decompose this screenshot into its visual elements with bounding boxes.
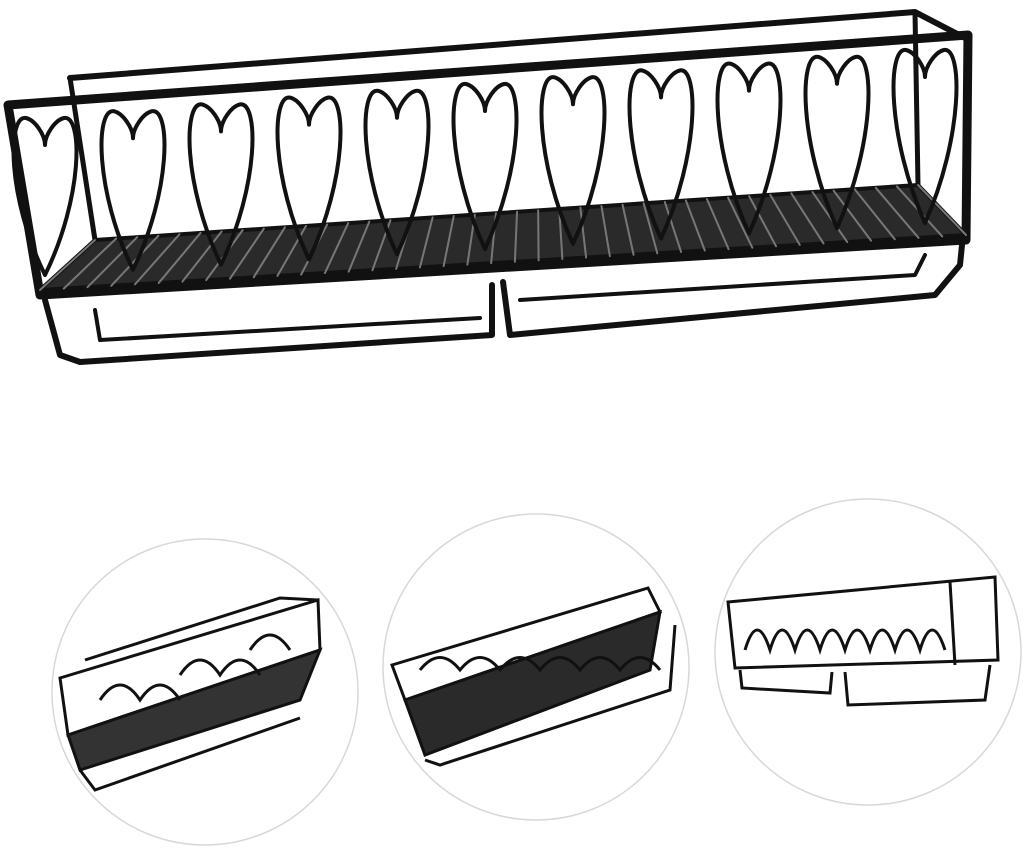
scroll-hearts: [11, 48, 959, 277]
lattice-wire: [579, 206, 588, 259]
scroll-heart: [451, 82, 519, 251]
towel-bar-right: [500, 242, 965, 338]
scroll-heart: [627, 68, 695, 241]
lattice-wire: [252, 226, 286, 279]
lattice-wire: [323, 222, 350, 275]
scroll-heart: [539, 75, 607, 246]
towel-bar-left-inner: [93, 308, 482, 342]
thumbnail-angle-top[interactable]: [382, 513, 690, 821]
lattice-wire: [769, 193, 801, 246]
lattice-wire: [790, 192, 825, 245]
scroll-heart: [11, 116, 79, 277]
thumbnail-angle-left[interactable]: [51, 538, 359, 846]
main-rack-image: [3, 9, 973, 365]
towel-bar-right-inner: [518, 253, 927, 302]
right-post: [912, 9, 921, 188]
lattice-wire: [748, 195, 778, 248]
scroll-heart: [715, 61, 783, 236]
scroll-heart: [187, 102, 255, 267]
lattice-wire: [811, 191, 849, 244]
lattice-wire: [684, 199, 706, 252]
lattice-wire: [157, 231, 202, 284]
lattice-wire: [86, 236, 139, 289]
lattice-wire: [110, 234, 160, 287]
lattice-wire: [228, 227, 265, 280]
lattice-wire: [621, 203, 635, 256]
lattice-wire: [39, 239, 96, 291]
lattice-wire: [418, 216, 434, 269]
lattice-wire: [853, 188, 896, 241]
scroll-heart: [803, 54, 871, 231]
lattice-wire: [62, 237, 118, 290]
scroll-heart: [275, 95, 343, 262]
towel-bar-left: [42, 282, 495, 365]
lattice-wire: [727, 196, 754, 249]
lattice-wire: [874, 186, 920, 239]
lattice-wire: [917, 184, 967, 236]
thumbnail-angle-front[interactable]: [714, 498, 1022, 806]
scroll-heart: [363, 88, 431, 257]
lattice-wire: [642, 202, 659, 255]
lattice-wire: [513, 210, 519, 263]
scroll-heart: [99, 109, 167, 272]
scroll-heart: [891, 48, 959, 225]
lattice-wire: [705, 198, 730, 251]
lattice-wire: [832, 189, 873, 242]
left-post: [67, 75, 98, 243]
lattice-wire: [442, 215, 455, 268]
lattice-wire: [276, 224, 308, 277]
lattice-wire: [600, 205, 611, 258]
lattice-wire: [663, 200, 683, 253]
lattice-wire: [558, 207, 564, 260]
lattice-wire: [347, 220, 371, 273]
lattice-wire: [133, 233, 181, 286]
lattice-wire: [181, 230, 223, 283]
